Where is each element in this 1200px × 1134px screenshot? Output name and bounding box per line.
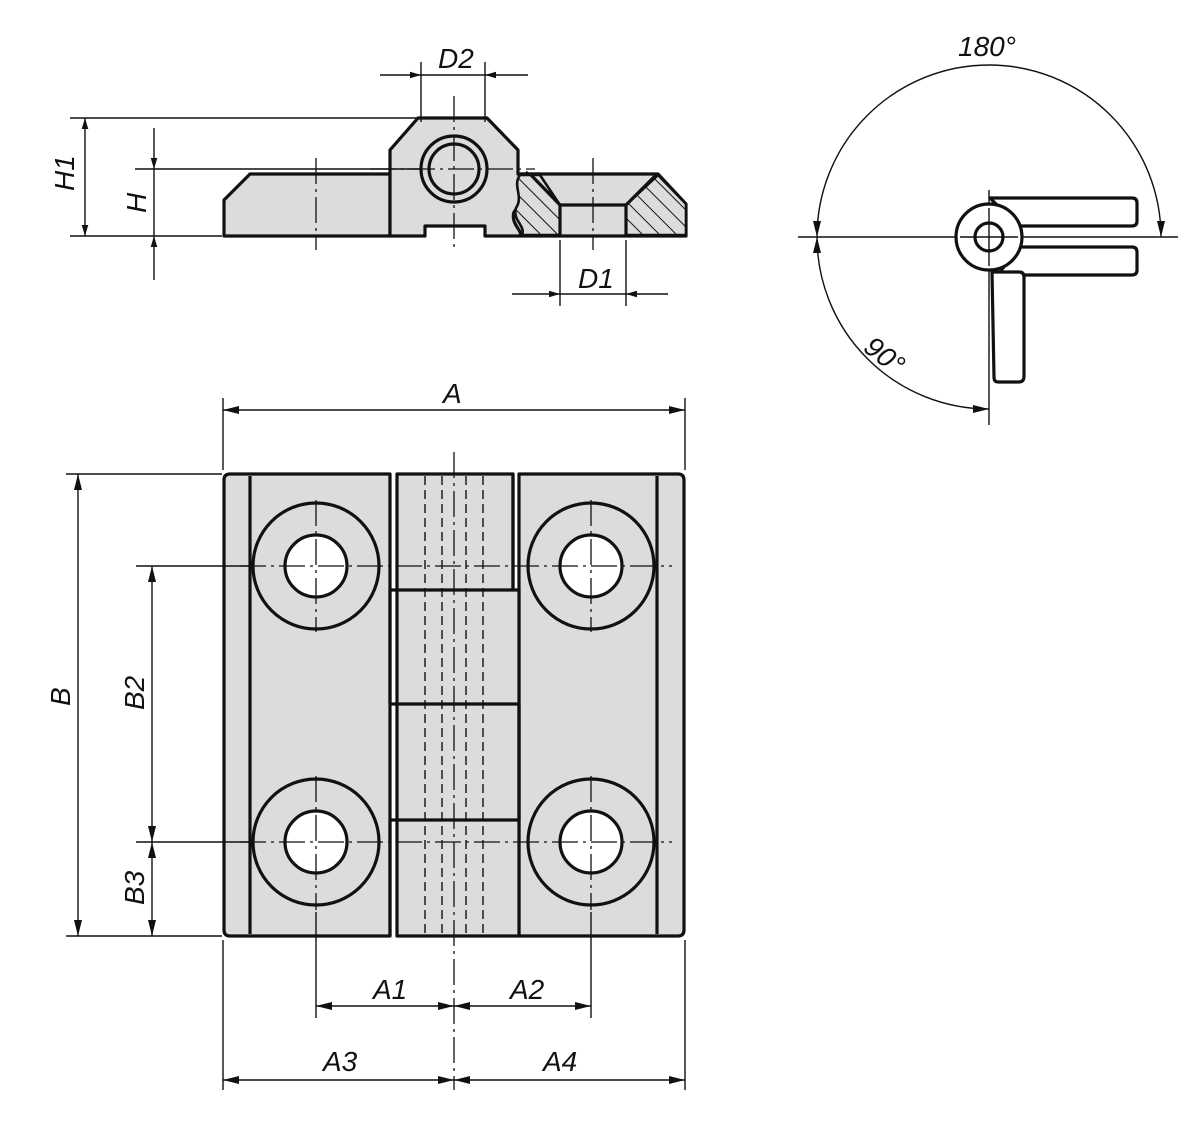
angle-label-90: 90° [858, 330, 910, 380]
dim-label-H: H [121, 192, 152, 213]
dim-label-A4: A4 [541, 1046, 577, 1077]
dim-label-B2: B2 [119, 675, 150, 710]
section-hatch-left [513, 173, 562, 237]
dim-label-D1: D1 [578, 263, 614, 294]
rot-leaf-down [990, 270, 1026, 384]
arc-180 [813, 64, 1165, 238]
dim-label-B3: B3 [119, 870, 150, 905]
side-left-leaf [222, 172, 392, 238]
dim-label-H1: H1 [49, 155, 80, 191]
dim-label-A: A [441, 378, 462, 409]
side-view: D2 H1 H D1 [49, 43, 688, 306]
dim-label-D2: D2 [438, 43, 474, 74]
dim-label-A2: A2 [508, 974, 545, 1005]
dim-label-B: B [45, 687, 76, 706]
arc-90 [813, 236, 990, 413]
dim-label-A1: A1 [371, 974, 407, 1005]
rot-leaf-lower [996, 245, 1139, 277]
rot-leaf-upper [988, 196, 1139, 228]
rotation-view: 180° 90° [798, 31, 1178, 425]
top-view: A B B2 B3 A1 A2 A3 A4 [45, 378, 686, 1090]
dim-label-A3: A3 [321, 1046, 358, 1077]
angle-label-180: 180° [958, 31, 1016, 62]
